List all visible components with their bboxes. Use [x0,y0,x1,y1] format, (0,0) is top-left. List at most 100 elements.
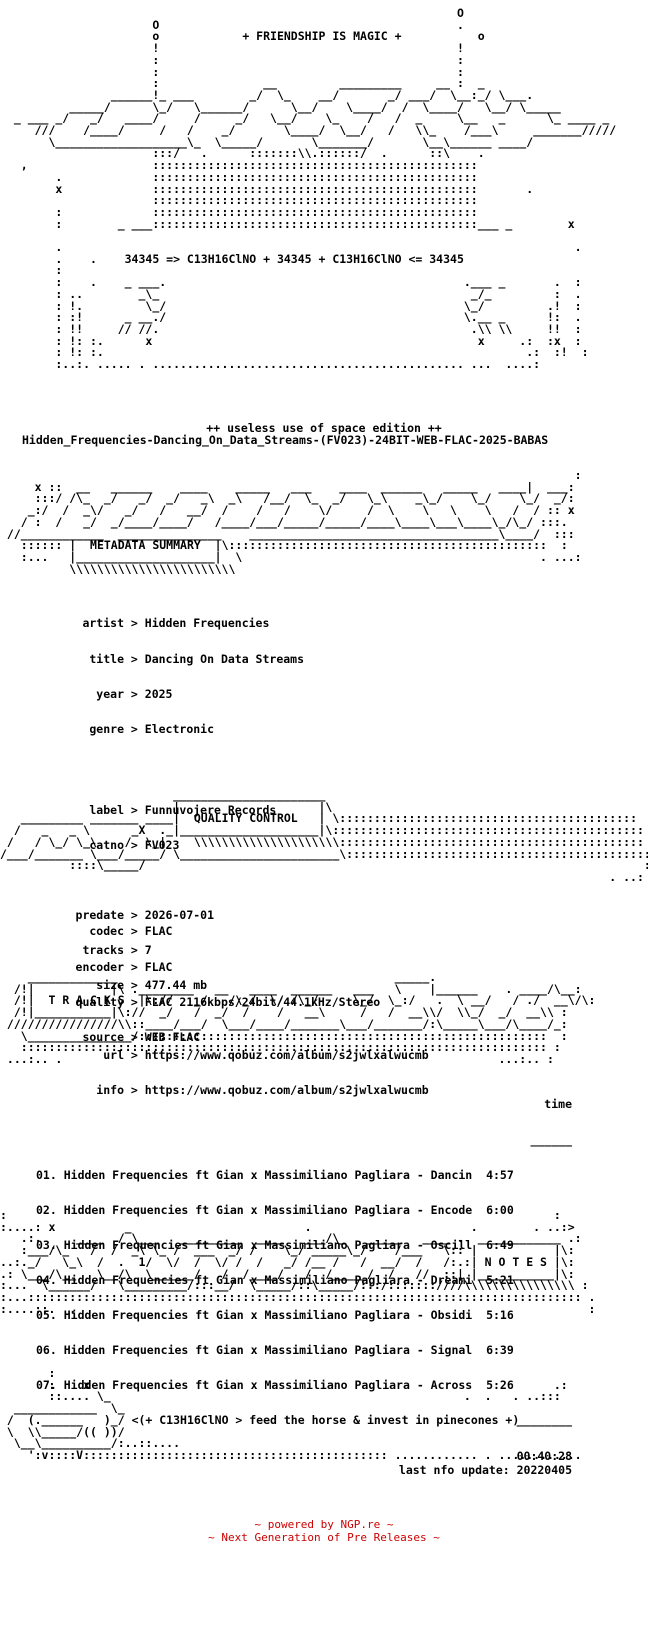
meta-row-info: info > https://www.qobuz.com/album/s2jwl… [60,1082,640,1097]
section-tracks: T R A C K S [48,993,125,1008]
signoff-text: <(+ C13H16ClNO > feed the horse & invest… [131,1412,520,1427]
quality-value: FLAC 2116kbps/24bit/44.1kHz/Stereo [144,994,381,1009]
track-row: 06. Hidden Frequencies ft Gian x Massimi… [36,1343,596,1358]
meta-value: https://www.qobuz.com/album/s2jwlxalwucm… [144,1082,429,1097]
track-title: Hidden Frequencies ft Gian x Massimilian… [63,1272,473,1287]
meta-row-predate: predate > 2026-07-01 [60,907,640,922]
track-title: Hidden Frequencies ft Gian x Massimilian… [63,1202,473,1217]
section-quality: QUALITY CONTROL [193,811,298,826]
meta-key: size [96,978,124,993]
section-notes: N O T E S [484,1254,547,1269]
header-ascii-art: O O . o + FRIENDSHIP IS MAGIC + o ! [13,6,617,372]
meta-row-year: year > 2025 [60,686,640,701]
meta-row-url: url > https://www.qobuz.com/album/s2jwlx… [60,1047,640,1062]
track-time: 6:00 [486,1202,514,1217]
last-update-line: last nfo update: 20220405 [0,1463,572,1477]
metadata-ascii-art: : x :: __ ______ ____ _____ ___ ____ ___… [6,468,582,576]
track-time: 6:39 [486,1343,514,1358]
edition-line: ++ useless use of space edition ++ [0,411,648,434]
meta-value: https://www.qobuz.com/album/s2jwlxalwucm… [144,1047,429,1062]
signoff-ascii-art: : : x .: ::.... \_ . . . ..::: _________… [6,1366,582,1462]
track-row: 02. Hidden Frequencies ft Gian x Massimi… [36,1202,596,1217]
track-row: 07. Hidden Frequencies ft Gian x Massimi… [36,1378,596,1393]
meta-row-catno: catno > FV023 [60,840,640,852]
release-name: Hidden_Frequencies-Dancing_On_Data_Strea… [22,433,549,447]
meta-value: Dancing On Data Streams [144,651,305,666]
quality-row-encoder: encoder > FLAC [60,959,640,974]
track-time: 5:21 [486,1272,514,1287]
track-num: 03. [36,1237,57,1252]
quality-key: quality [75,994,124,1009]
quality-key: source [82,1029,124,1044]
track-title: Hidden Frequencies ft Gian x Massimilian… [63,1167,473,1182]
meta-value: FV023 [144,838,180,853]
notes-ascii-art: : : :....: x _ . . . ..:> .:. ____ / \__… [0,1208,596,1316]
edition-text: ++ useless use of space edition ++ [206,420,442,435]
track-title: Hidden Frequencies ft Gian x Massimilian… [63,1308,473,1323]
tracks-ascii-art: _____________ _____. /!| |\ .________ __… [6,970,596,1066]
track-num: 04. [36,1272,57,1287]
footer-powered[interactable]: ~ powered by NGP.re ~ [254,1518,394,1531]
meta-value: Hidden Frequencies [144,616,270,631]
meta-row-size: size > 477.44 mb [60,978,640,993]
metadata-list: artist > Hidden Frequencies title > Danc… [60,595,640,1108]
quality-list: codec > FLAC encoder > FLAC quality > FL… [60,903,640,1055]
quality-value: FLAC [144,959,173,974]
tracklist: time ______ 01. Hidden Frequencies ft Gi… [36,1076,596,1474]
track-title: Hidden Frequencies ft Gian x Massimilian… [63,1237,473,1252]
track-row: 05. Hidden Frequencies ft Gian x Massimi… [36,1308,596,1323]
quality-ascii-art: ______________________ | |\ _________ __… [0,788,648,884]
meta-value: 2026-07-01 [144,907,215,922]
quality-key: codec [89,924,124,939]
meta-value: Electronic [144,721,215,736]
meta-row-tracks: tracks > 7 [60,942,640,957]
quality-key: encoder [75,959,124,974]
track-time: 5:16 [486,1308,514,1323]
track-row: 04. Hidden Frequencies ft Gian x Massimi… [36,1272,596,1287]
footer-slogan: ~ Next Generation of Pre Releases ~ [208,1531,440,1544]
track-row: 03. Hidden Frequencies ft Gian x Massimi… [36,1237,596,1252]
meta-key: tracks [82,942,124,957]
meta-key: info [96,1082,124,1097]
meta-key: genre [89,721,124,736]
quality-row-source: source > WEB FLAC [60,1029,640,1044]
track-time: 6:49 [486,1237,514,1252]
meta-value: Funnuvojere Records [144,803,277,818]
track-title: Hidden Frequencies ft Gian x Massimilian… [63,1343,473,1358]
quality-value: WEB FLAC [144,1029,201,1044]
track-title: Hidden Frequencies ft Gian x Massimilian… [63,1378,473,1393]
track-num: 05. [36,1308,57,1323]
release-name-line: Hidden_Frequencies-Dancing_On_Data_Strea… [22,433,642,447]
meta-value: 477.44 mb [144,978,208,993]
total-time: 00:40:28 [516,1448,572,1463]
header-tagline: + FRIENDSHIP IS MAGIC + [242,29,402,44]
meta-key: catno [89,838,124,853]
track-row: 01. Hidden Frequencies ft Gian x Massimi… [36,1167,596,1182]
formula-line: 34345 => C13H16ClNO + 34345 + C13H16ClNO… [124,251,464,266]
meta-key: label [89,803,124,818]
meta-row-genre: genre > Electronic [60,721,640,736]
meta-row-artist: artist > Hidden Frequencies [60,618,640,630]
meta-key: url [103,1047,124,1062]
track-time: 4:57 [486,1167,514,1182]
meta-key: year [96,686,124,701]
meta-key: title [89,651,124,666]
track-num: 07. [36,1378,57,1393]
meta-value: 2025 [144,686,173,701]
quality-row-codec: codec > FLAC [60,926,640,938]
track-num: 06. [36,1343,57,1358]
meta-row-title: title > Dancing On Data Streams [60,651,640,666]
track-num: 01. [36,1167,57,1182]
track-time: 5:26 [486,1378,514,1393]
footer: ~ powered by NGP.re ~ ~ Next Generation … [0,1518,648,1544]
last-update: last nfo update: 20220405 [398,1463,572,1477]
meta-value: 7 [144,942,152,957]
meta-key: artist [82,616,124,631]
track-num: 02. [36,1202,57,1217]
meta-row-label: label > Funnuvojere Records [60,803,640,818]
section-metadata: METADATA SUMMARY [90,538,201,553]
quality-value: FLAC [144,924,173,939]
time-header: time [544,1097,572,1112]
quality-row-quality: quality > FLAC 2116kbps/24bit/44.1kHz/St… [60,994,640,1009]
meta-key: predate [75,907,124,922]
